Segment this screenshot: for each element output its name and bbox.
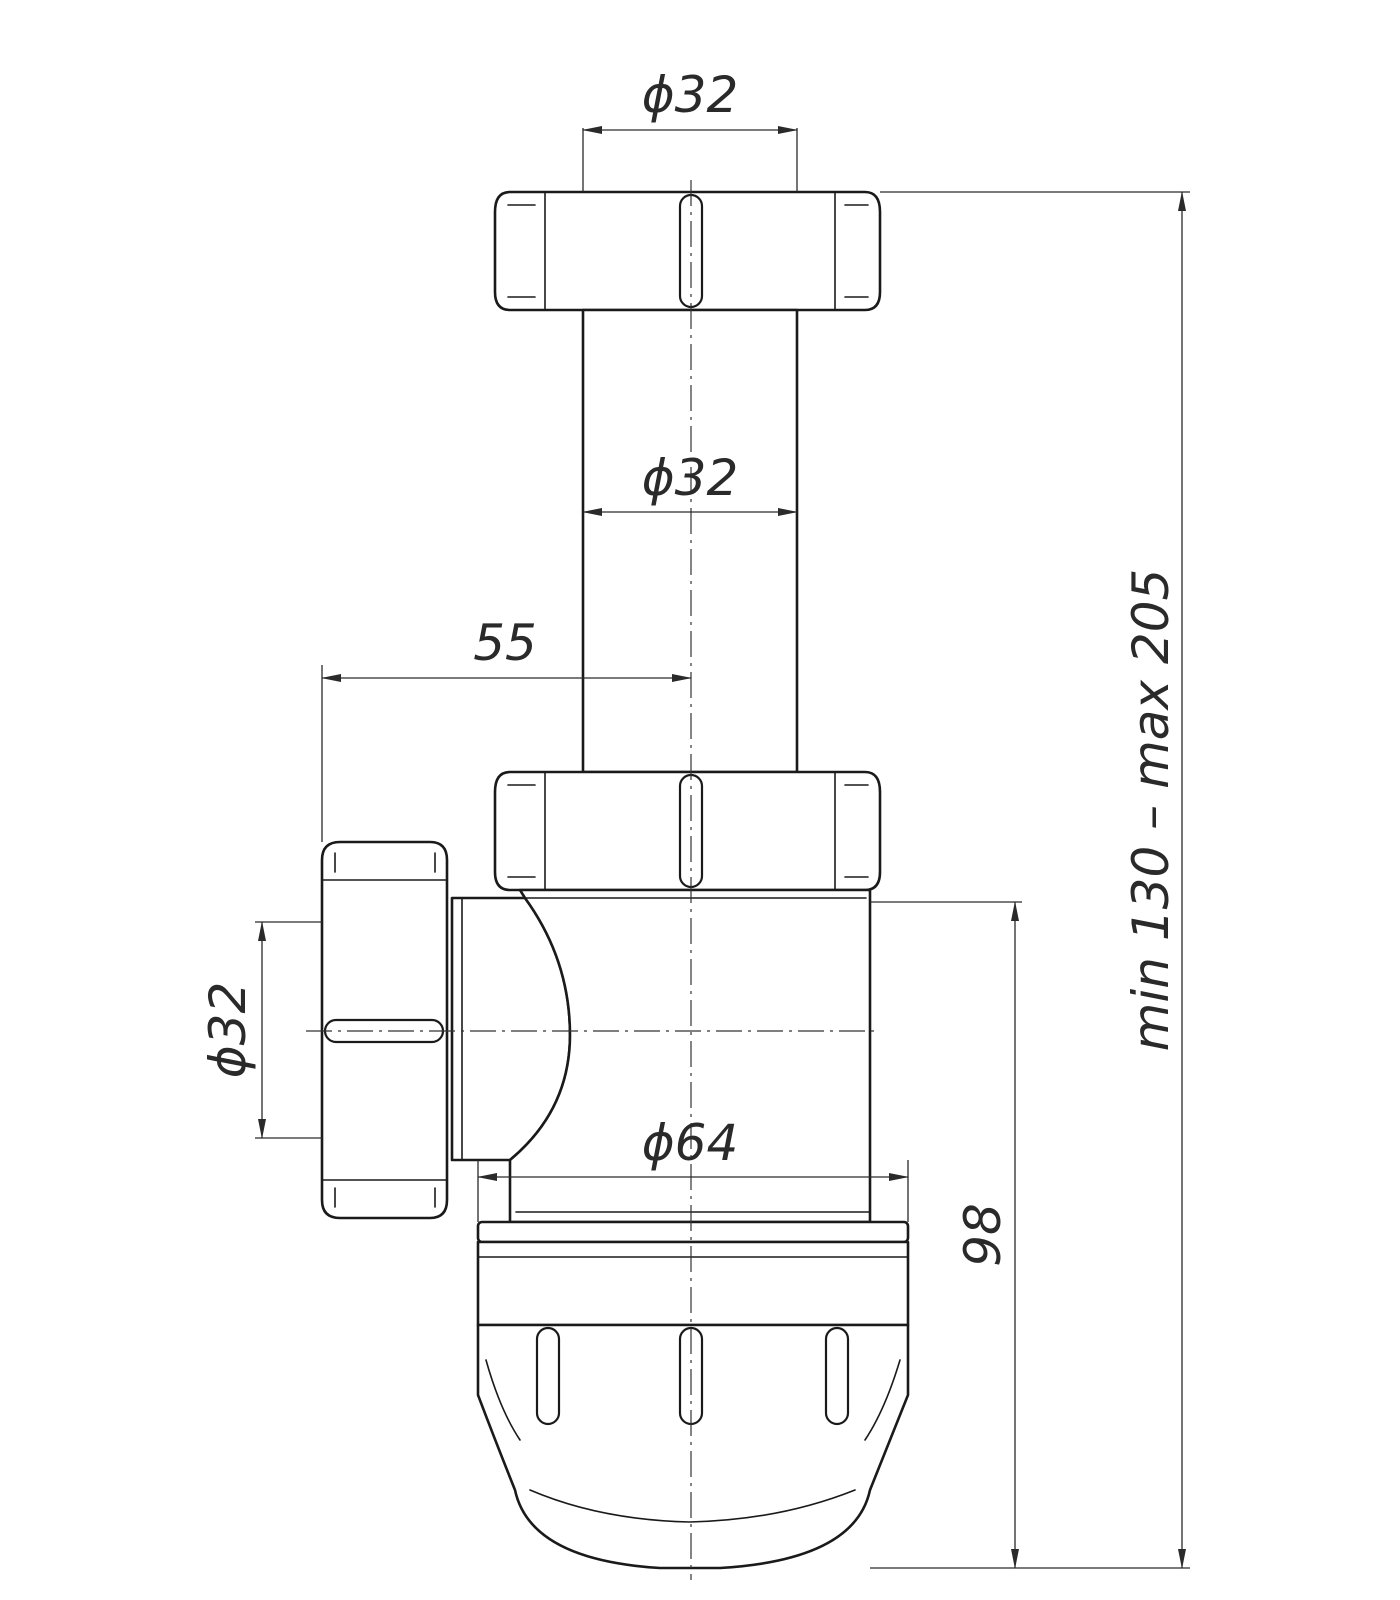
pipe xyxy=(581,308,799,774)
top-diameter-label: ϕ32 xyxy=(642,66,739,124)
bottle-diameter-label: ϕ64 xyxy=(642,1114,739,1172)
center-lines xyxy=(306,180,880,1580)
bottle-height-label: 98 xyxy=(954,1203,1012,1267)
overall-height-dimension: min 130 – max 205 xyxy=(880,191,1190,1569)
offset-label: 55 xyxy=(473,614,537,672)
overall-height-label: min 130 – max 205 xyxy=(1122,569,1180,1052)
bottle-height-dimension: 98 xyxy=(870,901,1022,1569)
pipe-diameter-dimension: ϕ32 xyxy=(582,449,798,516)
top-diameter-dimension: ϕ32 xyxy=(582,66,798,192)
side-diameter-dimension: ϕ32 xyxy=(199,921,322,1139)
bottle-body xyxy=(450,888,872,1224)
bottle-diameter-dimension: ϕ64 xyxy=(477,1114,909,1222)
bottom-cup xyxy=(476,1220,910,1570)
side-diameter-label: ϕ32 xyxy=(199,982,257,1079)
top-nut xyxy=(493,190,882,312)
side-nut xyxy=(320,840,449,1220)
middle-nut xyxy=(493,770,882,892)
offset-dimension: 55 xyxy=(321,614,692,842)
pipe-diameter-label: ϕ32 xyxy=(642,449,739,507)
